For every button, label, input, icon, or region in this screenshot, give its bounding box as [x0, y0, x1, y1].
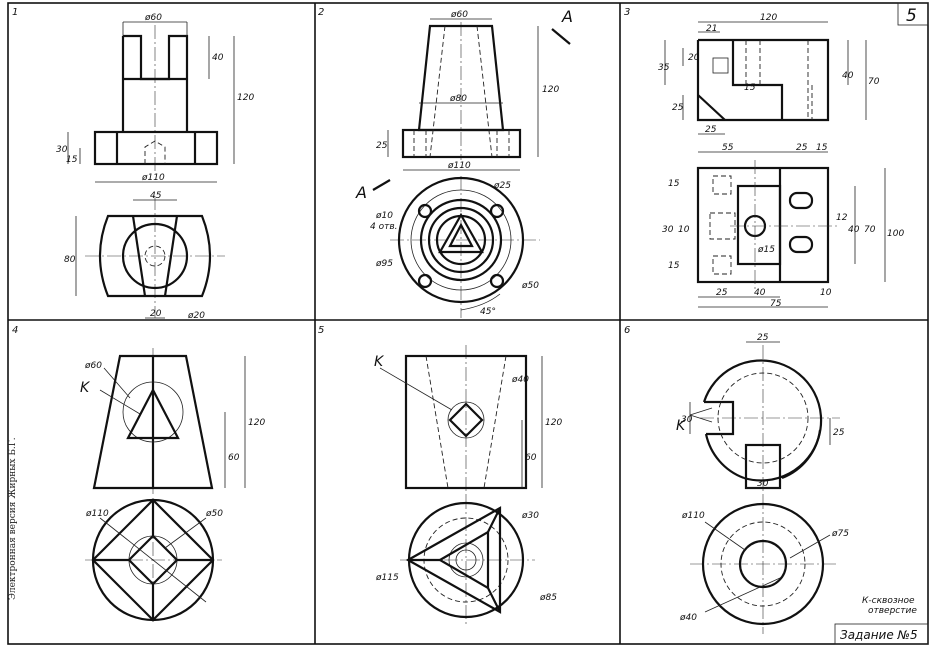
- p6-dim: 30: [757, 479, 769, 489]
- panel-number-4: 4: [12, 325, 18, 336]
- p3-dim: ø15: [757, 245, 775, 255]
- panel-6-drawing: [689, 341, 929, 645]
- p6-dim: 25: [833, 428, 845, 438]
- p1-dim: 30: [56, 145, 68, 155]
- p6-dim: ø40: [679, 613, 697, 623]
- panel-6-labels: 25 30 K 25 30 ø110 ø75 ø40 К-сквозное от…: [676, 333, 918, 642]
- p2-dim: ø80: [449, 94, 467, 104]
- p2-dim: 120: [542, 85, 559, 95]
- p1-dim: ø20: [187, 311, 205, 321]
- panel-number-1: 1: [12, 7, 18, 18]
- panel-5-labels: K ø40 120 60 ø30 ø115 ø85: [374, 354, 562, 603]
- p3-dim: 25: [672, 103, 684, 113]
- p2-dim: ø25: [493, 181, 511, 191]
- section-letter-left: A: [355, 183, 367, 202]
- panel-3-dims: 120 21 20 35 15 40 70 25 25 55 25 15 15 …: [658, 13, 904, 309]
- p3-dim: 15: [668, 261, 680, 271]
- p3-dim: 15: [816, 143, 828, 153]
- task-title: Задание №5: [840, 628, 918, 642]
- p4-dim: ø110: [85, 509, 109, 519]
- p2-dim: 25: [376, 141, 388, 151]
- p5-dim: ø115: [375, 573, 399, 583]
- p3-dim: 25: [705, 125, 717, 135]
- p6-dim: ø75: [831, 529, 849, 539]
- side-credit-text: Электронная версия Жирных Б.Г.: [8, 437, 18, 600]
- variant-number: 5: [906, 6, 917, 26]
- panel-1-dims: ø60 40 120 30 15 ø110 45 80 20 ø20: [56, 13, 254, 321]
- note-line-1: К-сквозное: [862, 596, 915, 606]
- p3-dim: 40: [754, 288, 766, 298]
- p3-dim: 15: [744, 83, 756, 93]
- p4-label-k: K: [80, 380, 91, 396]
- p3-dim: 10: [678, 225, 690, 235]
- p2-dim: ø95: [375, 259, 393, 269]
- p2-dim: ø60: [450, 10, 468, 20]
- p1-dim: 120: [237, 93, 254, 103]
- p3-dim: 15: [668, 179, 680, 189]
- p3-dim: 40: [842, 71, 854, 81]
- p2-dim: ø10: [375, 211, 393, 221]
- panel-5-drawing: [379, 345, 543, 625]
- panel-number-3: 3: [624, 7, 630, 18]
- panel-2-labels: A A ø60 120 ø80 25 ø110 ø25 ø10 4 отв. ø…: [355, 7, 573, 317]
- p3-dim: 75: [770, 299, 782, 309]
- p3-dim: 21: [706, 24, 717, 34]
- p2-dim: ø110: [447, 161, 471, 171]
- p1-dim: 80: [64, 255, 76, 265]
- p1-dim: 15: [66, 155, 78, 165]
- p3-dim: 25: [796, 143, 808, 153]
- p1-dim: 40: [212, 53, 224, 63]
- p3-dim: 70: [868, 77, 880, 87]
- p5-label-k: K: [374, 354, 385, 370]
- p3-dim: 70: [864, 225, 876, 235]
- note-line-2: отверстие: [868, 606, 917, 616]
- p3-dim: 20: [688, 53, 700, 63]
- p5-dim: 120: [545, 418, 562, 428]
- p4-dim: 120: [248, 418, 265, 428]
- p6-dim: ø110: [681, 511, 705, 521]
- p3-dim: 55: [722, 143, 734, 153]
- section-letter-top: A: [561, 7, 573, 26]
- p4-dim: ø60: [84, 361, 102, 371]
- p5-dim: ø85: [539, 593, 557, 603]
- p4-dim: 60: [228, 453, 240, 463]
- p3-dim: 35: [658, 63, 670, 73]
- panel-number-5: 5: [318, 325, 324, 336]
- p2-dim: 4 отв.: [370, 222, 398, 232]
- p1-dim: 20: [150, 309, 162, 319]
- panel-4-labels: ø60 K 120 60 ø110 ø50: [80, 361, 265, 519]
- p6-dim: 25: [757, 333, 769, 343]
- p6-dim: 30: [681, 415, 693, 425]
- p3-dim: 10: [820, 288, 832, 298]
- variant-box: [897, 2, 929, 26]
- panel-2-drawing: [372, 18, 571, 318]
- p1-dim: ø110: [141, 173, 165, 183]
- p3-dim: 25: [716, 288, 728, 298]
- p2-dim: 45°: [480, 307, 496, 317]
- p3-dim: 12: [836, 213, 848, 223]
- sheet-frame: [7, 2, 929, 645]
- p3-dim: 30: [662, 225, 674, 235]
- panel-number-6: 6: [624, 325, 630, 336]
- p5-dim: ø30: [521, 511, 539, 521]
- p2-dim: ø50: [521, 281, 539, 291]
- panel-number-2: 2: [318, 7, 324, 18]
- panel-1-drawing: [67, 21, 235, 319]
- p3-dim: 100: [887, 229, 904, 239]
- p1-dim: ø60: [144, 13, 162, 23]
- panel-3-drawing: [664, 21, 886, 308]
- p4-dim: ø50: [205, 509, 223, 519]
- p3-dim: 120: [760, 13, 777, 23]
- p3-dim: 40: [848, 225, 860, 235]
- p1-dim: 45: [150, 191, 162, 201]
- p6-label-k: K: [676, 418, 687, 434]
- panel-4-drawing: [85, 348, 246, 625]
- p5-dim: 60: [525, 453, 537, 463]
- p5-dim: ø40: [511, 375, 529, 385]
